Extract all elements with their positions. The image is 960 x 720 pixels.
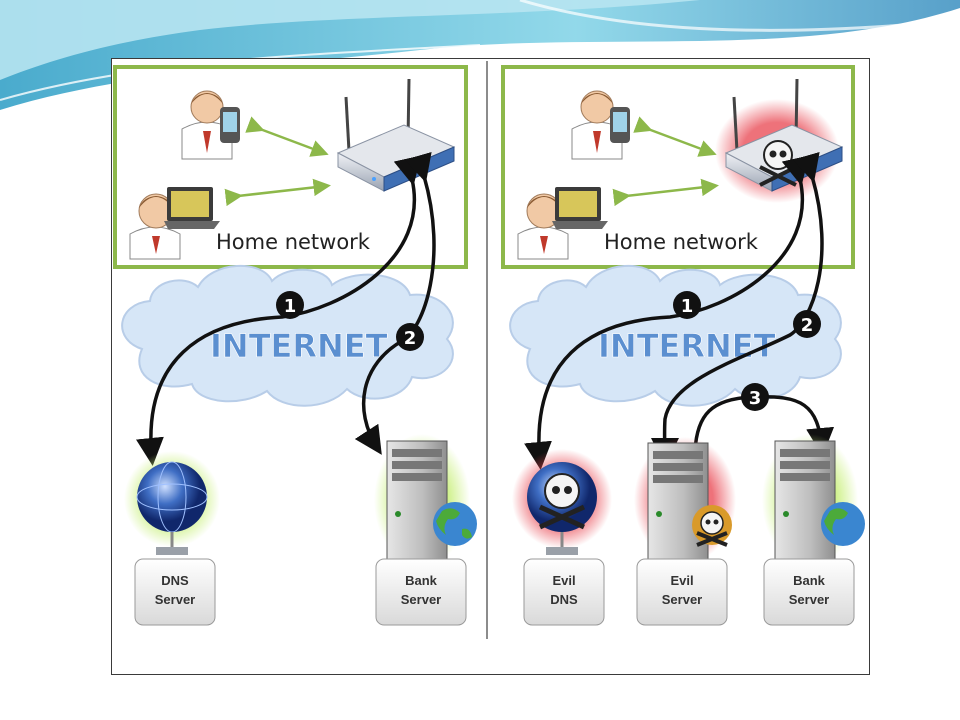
dns-server-plate: DNS Server <box>134 558 216 626</box>
svg-text:2: 2 <box>404 328 417 349</box>
step-2-arrow-right <box>650 151 824 466</box>
step-2-badge-right: 2 <box>793 310 821 338</box>
dns-hijack-diagram: Home network INTERNET 1 2 DNS <box>113 61 865 639</box>
bank-server-plate-right: Bank Server <box>763 558 855 626</box>
step-3-badge-right: 3 <box>741 383 769 411</box>
evil-dns-plate: Evil DNS <box>523 558 605 626</box>
svg-text:3: 3 <box>749 388 762 409</box>
svg-text:2: 2 <box>801 315 814 336</box>
evil-server-plate: Evil Server <box>636 558 728 626</box>
svg-text:DNS: DNS <box>550 592 578 607</box>
svg-text:Evil: Evil <box>552 573 575 588</box>
svg-text:DNS: DNS <box>161 573 189 588</box>
bank-server-tower-icon <box>374 434 477 566</box>
skull-icon-evil-server <box>692 505 732 547</box>
dns-server-globe-icon <box>124 451 220 555</box>
svg-text:Server: Server <box>789 592 829 607</box>
user-with-phone-icon-right <box>571 90 630 160</box>
internet-label-right: INTERNET <box>598 327 776 365</box>
internet-label: INTERNET <box>210 327 388 365</box>
svg-text:Server: Server <box>155 592 195 607</box>
step-1-badge: 1 <box>276 291 304 319</box>
user-with-laptop-icon-right <box>517 187 608 260</box>
step-2-badge: 2 <box>396 323 424 351</box>
svg-text:1: 1 <box>681 296 694 317</box>
svg-text:Bank: Bank <box>405 573 438 588</box>
bank-server-plate: Bank Server <box>375 558 467 626</box>
router-icon <box>336 78 456 192</box>
bank-server-tower-icon-right <box>762 434 865 566</box>
user-with-phone-icon <box>181 90 240 160</box>
step-1-badge-right: 1 <box>673 291 701 319</box>
svg-text:Server: Server <box>662 592 702 607</box>
svg-text:Server: Server <box>401 592 441 607</box>
svg-text:Bank: Bank <box>793 573 826 588</box>
right-panel: Home network INTERNET 1 2 3 <box>501 65 865 626</box>
svg-text:Evil: Evil <box>670 573 693 588</box>
left-panel: Home network INTERNET 1 2 DNS <box>113 65 477 626</box>
home-network-label-right: Home network <box>604 230 759 254</box>
diagram-frame: Home network INTERNET 1 2 DNS <box>111 58 870 675</box>
home-network-label: Home network <box>216 230 371 254</box>
svg-text:1: 1 <box>284 296 297 317</box>
skull-icon-evil-dns <box>538 473 586 530</box>
user-with-laptop-icon <box>129 187 220 260</box>
